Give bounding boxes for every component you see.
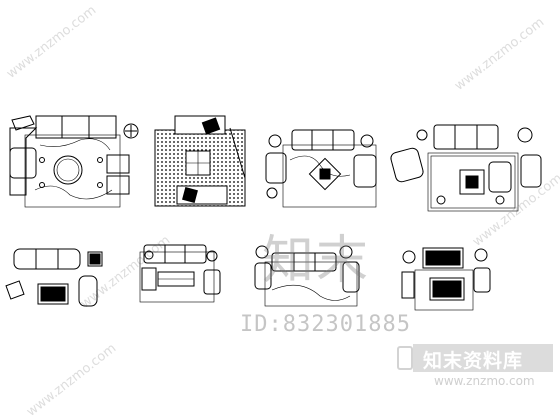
armchair-6b: [203, 269, 221, 295]
brand-logo-icon: [397, 346, 413, 370]
sofa-group-1: [9, 115, 139, 208]
sofa-group-8: [401, 247, 491, 311]
plant-icon-3: [360, 134, 374, 148]
id-watermark: ID:832301885: [240, 312, 411, 337]
rug-6: [139, 251, 215, 303]
brand-name: 知末资料库: [423, 350, 524, 372]
armchair-6a: [141, 267, 157, 291]
rug-7: [264, 261, 358, 307]
armchair-4a: [390, 147, 424, 183]
sofa-group-4: [390, 124, 542, 212]
armchair-8b: [473, 267, 491, 293]
ottoman-5: [5, 280, 25, 300]
armchair-7a: [254, 262, 272, 290]
brand-url: www.znzmo.com: [434, 374, 535, 388]
coffee-table-5: [37, 283, 69, 305]
rug-8: [414, 269, 474, 311]
sofa-back-1: [35, 115, 117, 139]
coffee-table-8: [429, 277, 465, 301]
plant-icon-4: [517, 127, 533, 143]
sofa-group-2: [154, 115, 246, 207]
sofa-group-5: [5, 248, 103, 307]
sofa-group-6: [139, 244, 221, 303]
armchair-1b: [106, 175, 130, 195]
rug-1: [24, 134, 121, 208]
armchair-4b: [488, 161, 512, 193]
sofa-5: [13, 248, 81, 270]
side-table-5: [87, 251, 103, 267]
round-coffee-table: [53, 155, 83, 185]
sofa-group-3: [265, 129, 377, 208]
table-lamp-icon: [123, 123, 139, 139]
armchair-7b: [342, 261, 360, 293]
sofa-corner-cap: [11, 115, 35, 131]
chair-8a: [401, 271, 415, 299]
sofa-back-7: [271, 252, 337, 272]
armchair-3a: [265, 152, 287, 184]
corner-sofa-arm: [9, 127, 38, 196]
armchair-3b: [353, 154, 377, 188]
brand-banner: [413, 344, 553, 372]
sofa-side-seat: [9, 147, 37, 179]
side-sofa-4: [520, 154, 542, 188]
sofa-back-4: [433, 124, 499, 150]
plant-icon-8: [402, 250, 416, 264]
sofa-group-7: [254, 245, 360, 307]
sofa-back-3: [291, 129, 355, 151]
sofa-back-6: [143, 244, 207, 264]
sofa-8: [422, 247, 464, 269]
table-lamp-icon-3: [268, 134, 282, 148]
big-logo-watermark: 知末: [262, 231, 371, 291]
armchair-5: [78, 275, 98, 307]
table-lamp-icon-7: [255, 245, 269, 259]
armchair-1a: [106, 154, 130, 174]
rug-4: [427, 152, 519, 212]
